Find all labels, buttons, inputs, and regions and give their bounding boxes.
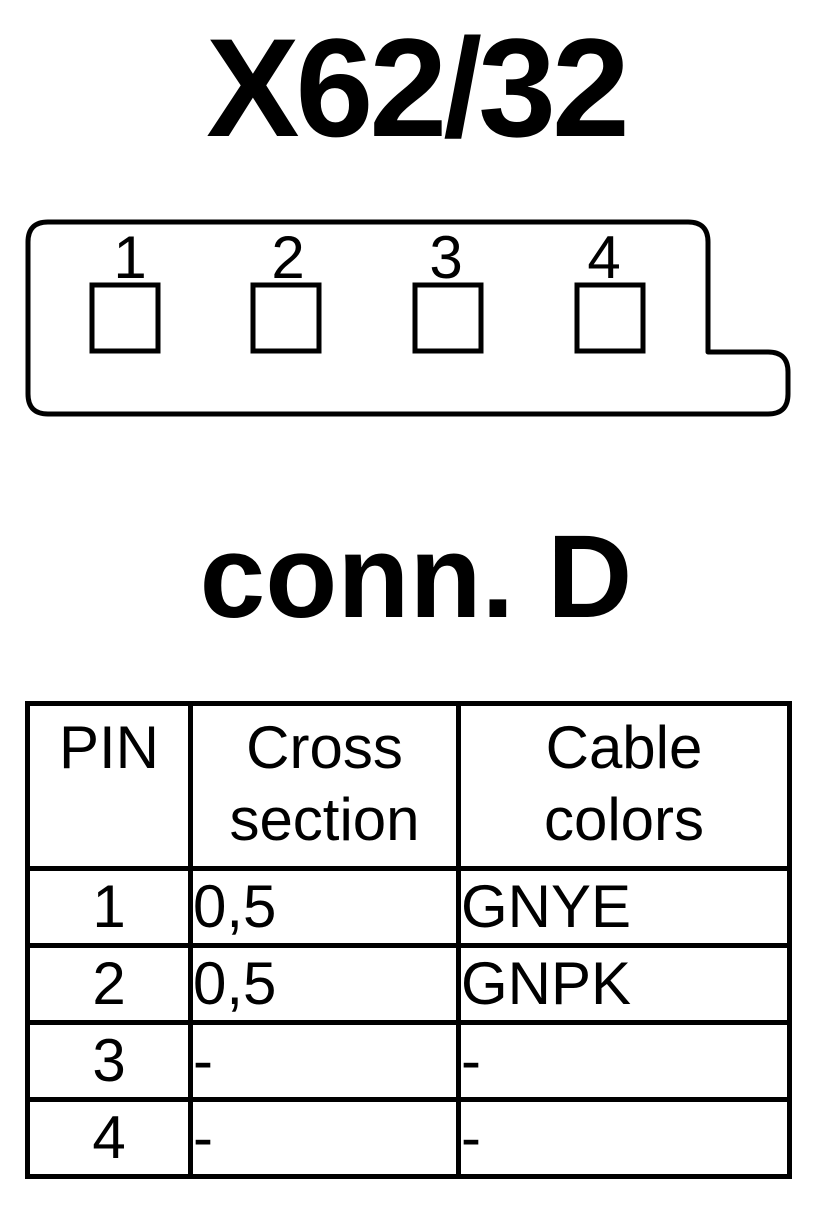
- pin-number-cell: 1: [25, 866, 193, 948]
- cross-section-column-header: Cross section: [188, 701, 461, 871]
- table-row: 2 0,5 GNPK: [25, 943, 792, 1025]
- cable-colors-header-line1: Cable: [545, 714, 703, 781]
- cable-color-cell: -: [456, 1020, 792, 1102]
- cross-section-cell: 0,5: [188, 866, 461, 948]
- cross-section-header-line2: section: [229, 786, 420, 853]
- connector-title: X62/32: [206, 9, 630, 166]
- pin-1-socket: [89, 282, 161, 354]
- pin-2-label: 2: [271, 224, 304, 291]
- pin-1-label: 1: [113, 224, 146, 291]
- table-row: 1 0,5 GNYE: [25, 866, 792, 948]
- pin-number-cell: 3: [25, 1020, 193, 1102]
- table-row: 4 - -: [25, 1097, 792, 1179]
- pin-column-header: PIN: [25, 701, 193, 871]
- pin-number-cell: 2: [25, 943, 193, 1025]
- cable-color-cell: GNYE: [456, 866, 792, 948]
- pin-table-header-row: PIN Cross section Cable colors: [25, 701, 792, 871]
- cable-colors-column-header: Cable colors: [456, 701, 792, 871]
- pin-number-cell: 4: [25, 1097, 193, 1179]
- pin-4-label: 4: [587, 224, 620, 291]
- cross-section-header-line1: Cross: [246, 714, 403, 781]
- pin-3-label: 3: [429, 224, 462, 291]
- pin-2-socket: [250, 282, 322, 354]
- pin-3-socket: [412, 282, 484, 354]
- connector-housing-outline: [25, 219, 791, 417]
- cable-color-cell: GNPK: [456, 943, 792, 1025]
- cross-section-cell: 0,5: [188, 943, 461, 1025]
- cross-section-cell: -: [188, 1020, 461, 1102]
- connector-subtitle: conn. D: [199, 511, 633, 643]
- cable-color-cell: -: [456, 1097, 792, 1179]
- cable-colors-header-line2: colors: [543, 786, 705, 853]
- cross-section-cell: -: [188, 1097, 461, 1179]
- pin-4-socket: [574, 282, 646, 354]
- pin-header-text: PIN: [58, 714, 160, 781]
- connector-diagram: 1 2 3 4: [25, 219, 791, 417]
- pin-table: PIN Cross section Cable colors 1 0,5 GNY…: [25, 701, 792, 1179]
- table-row: 3 - -: [25, 1020, 792, 1102]
